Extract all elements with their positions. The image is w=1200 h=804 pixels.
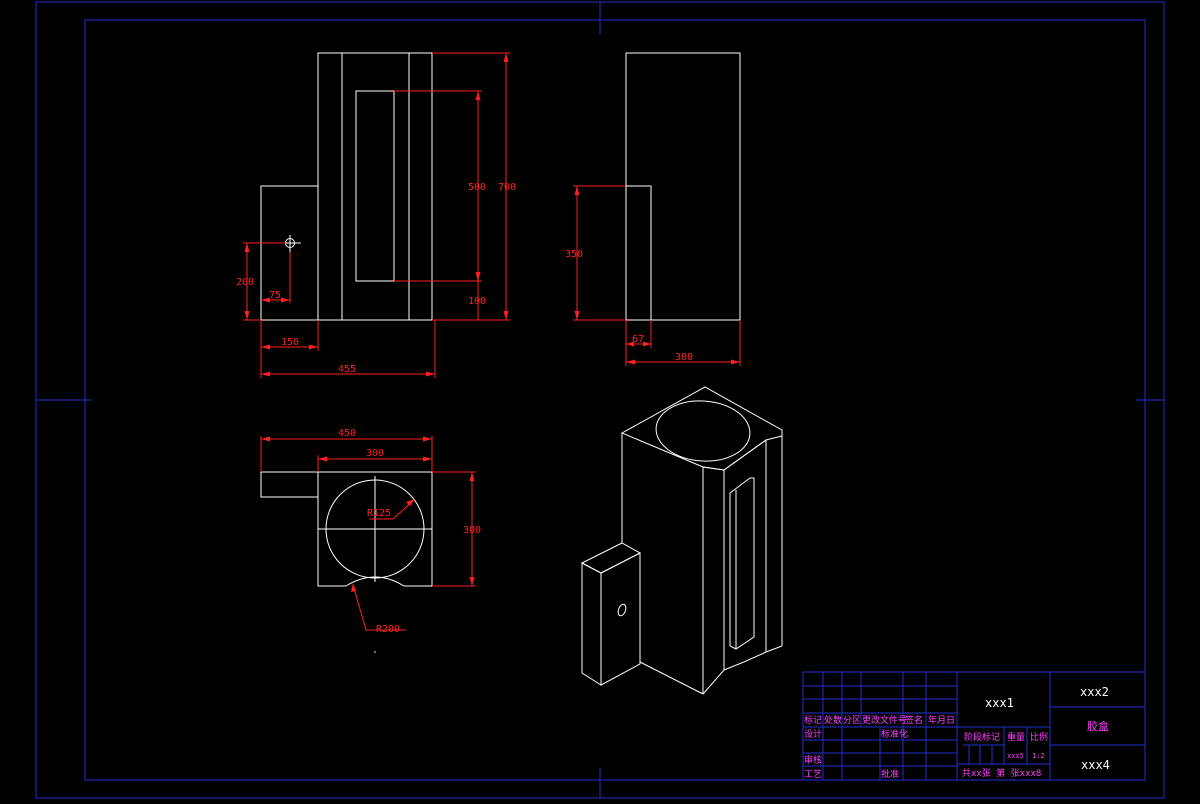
dim-67: 67	[632, 334, 644, 345]
dim-100: 100	[468, 296, 486, 307]
isometric-view	[580, 386, 783, 695]
iso-bottom-left	[639, 661, 704, 695]
top-view-dimensions: 450 300 300 R125 R200	[260, 428, 481, 635]
dim-side-300: 300	[675, 352, 693, 363]
dim-450: 450	[338, 428, 356, 439]
front-view-dimensions: 700 500 100 200 75 150 455	[236, 52, 516, 378]
tb-label-standardize: 标准化	[881, 728, 908, 740]
dim-200: 200	[236, 277, 254, 288]
dim-r125: R125	[367, 508, 391, 519]
leader-r125	[369, 501, 413, 520]
dim-r200: R200	[376, 624, 400, 635]
side-view-dimensions: 350 67 300	[565, 185, 741, 366]
top-view	[260, 471, 433, 653]
tb-weight-value: xxx5	[1007, 752, 1024, 760]
front-view	[260, 52, 433, 321]
top-lug	[260, 471, 318, 498]
title-block: 标记 处数 分区 更改文件号 签名 年月日 设计 标准化 审核 工艺 批准 阶段…	[802, 671, 1146, 781]
front-slot	[355, 90, 395, 282]
top-center-point	[374, 651, 376, 653]
tb-label-process: 工艺	[804, 769, 822, 780]
iso-lug-hole	[617, 603, 627, 617]
tb-scale-value: 1:2	[1032, 752, 1045, 760]
tb-label-weight: 重量	[1007, 731, 1025, 743]
tb-label-stage-mark: 阶段标记	[964, 731, 1000, 743]
side-view	[625, 52, 741, 321]
dim-75: 75	[269, 290, 281, 301]
tb-label-count: 处数	[824, 714, 842, 726]
iso-bottom-right	[702, 645, 783, 695]
tb-drawing-no: xxx1	[985, 696, 1014, 710]
leader-r200	[352, 584, 406, 631]
dim-150: 150	[281, 337, 299, 348]
dim-500: 500	[468, 182, 486, 193]
outer-border	[35, 1, 1165, 799]
sheet-frame	[35, 1, 1165, 799]
tb-label-zone: 分区	[843, 715, 861, 726]
tb-part-name: 胶盒	[1087, 719, 1109, 733]
tb-label-scale: 比例	[1030, 731, 1048, 743]
tb-label-review: 审核	[804, 754, 822, 766]
dim-350: 350	[565, 249, 583, 260]
tb-company: xxx2	[1080, 685, 1109, 699]
top-body-outline	[317, 471, 433, 587]
front-lug	[260, 185, 318, 321]
iso-bore	[655, 400, 751, 462]
front-body-outline	[317, 52, 433, 321]
dim-700: 700	[498, 182, 516, 193]
iso-lug-front	[581, 562, 602, 686]
tb-label-date: 年月日	[928, 714, 955, 726]
tb-label-design: 设计	[804, 728, 822, 740]
iso-top-face	[620, 386, 783, 471]
tb-school: xxx4	[1081, 758, 1110, 772]
dim-455: 455	[338, 364, 356, 375]
tb-label-mark: 标记	[804, 714, 822, 726]
dim-top-300-h: 300	[463, 525, 481, 536]
tb-label-change-doc: 更改文件号	[862, 714, 907, 726]
iso-slot	[729, 477, 755, 650]
side-lug	[626, 185, 652, 320]
dim-top-300-w: 300	[366, 448, 384, 459]
iso-lug-side	[600, 552, 641, 686]
tb-sheet-info: 共xx张 第 张xxx8	[962, 767, 1041, 779]
tb-label-approve: 批准	[881, 768, 899, 780]
inner-border	[84, 19, 1146, 781]
tb-label-signature: 签名	[905, 714, 923, 726]
title-block-frame	[802, 671, 1146, 781]
